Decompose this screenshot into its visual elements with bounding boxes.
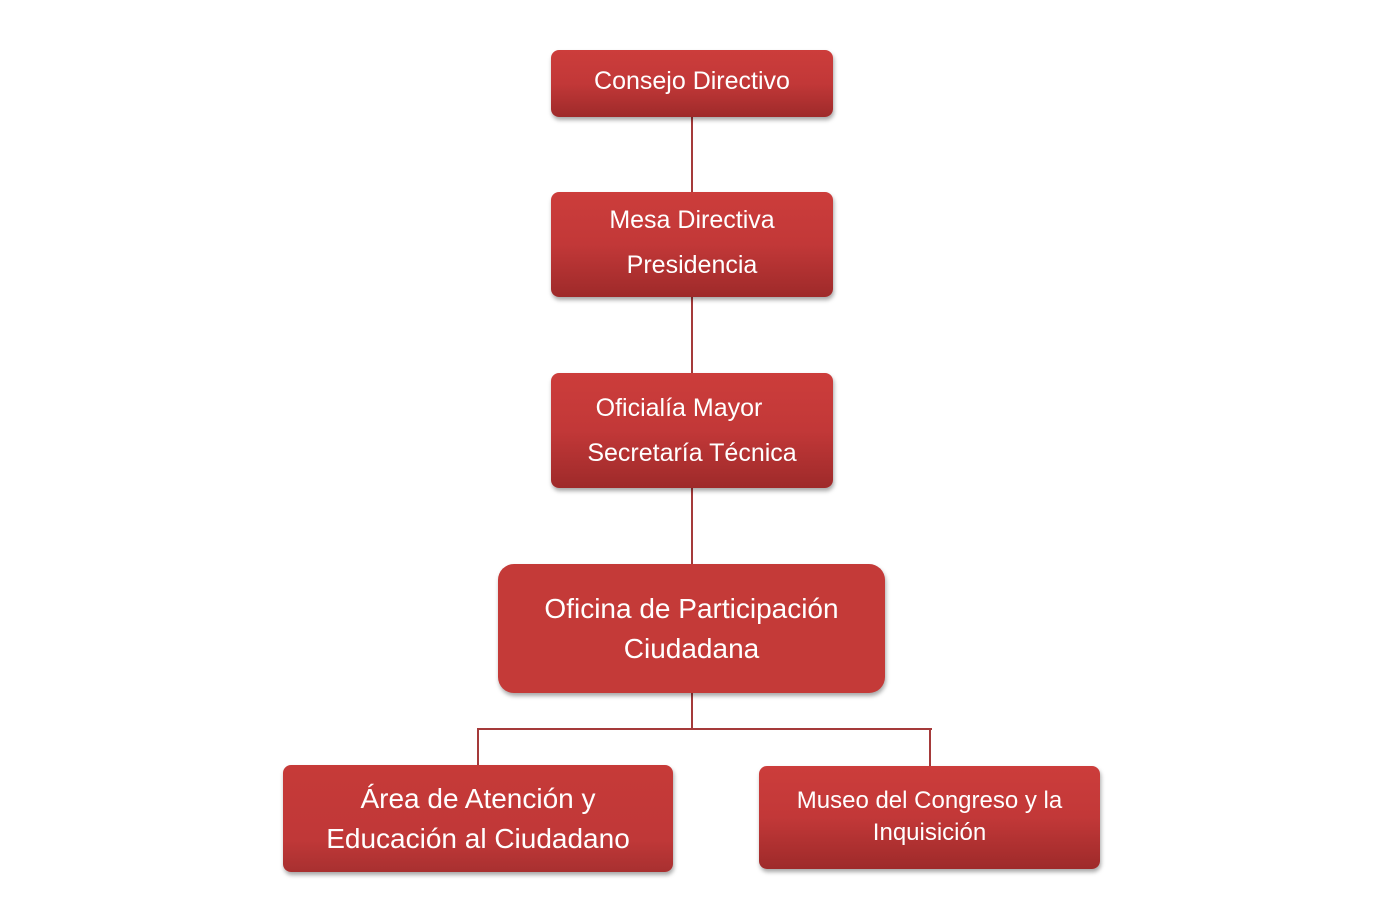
- node-museo-congreso: Museo del Congreso y la Inquisición: [759, 766, 1100, 869]
- node-label: Educación al Ciudadano: [326, 823, 630, 854]
- node-label: Secretaría Técnica: [587, 439, 797, 467]
- connector-oficina-down: [691, 693, 693, 729]
- node-consejo-directivo: Consejo Directivo: [551, 50, 833, 117]
- node-area-atencion: Área de Atención y Educación al Ciudadan…: [283, 765, 673, 872]
- node-mesa-directiva: Mesa Directiva Presidencia: [551, 192, 833, 297]
- connector-horizontal: [477, 728, 932, 730]
- node-label: Ciudadana: [623, 633, 760, 664]
- node-oficialia-mayor: Oficialía Mayor Secretaría Técnica: [551, 373, 833, 488]
- connector-oficialia-oficina: [691, 488, 693, 564]
- node-label: Oficina de Participación: [544, 593, 839, 624]
- node-label: Museo del Congreso y la: [796, 787, 1063, 814]
- node-label: Inquisición: [872, 819, 987, 846]
- connector-consejo-mesa: [691, 117, 693, 192]
- node-label: Oficialía Mayor: [595, 394, 763, 422]
- node-label: Consejo Directivo: [594, 67, 790, 95]
- connector-mesa-oficialia: [691, 297, 693, 373]
- connector-museo: [929, 728, 931, 767]
- node-oficina-participacion: Oficina de Participación Ciudadana: [498, 564, 885, 693]
- node-label: Área de Atención y: [360, 783, 596, 814]
- node-label: Presidencia: [626, 251, 758, 279]
- connector-area: [477, 728, 479, 766]
- node-label: Mesa Directiva: [609, 206, 775, 234]
